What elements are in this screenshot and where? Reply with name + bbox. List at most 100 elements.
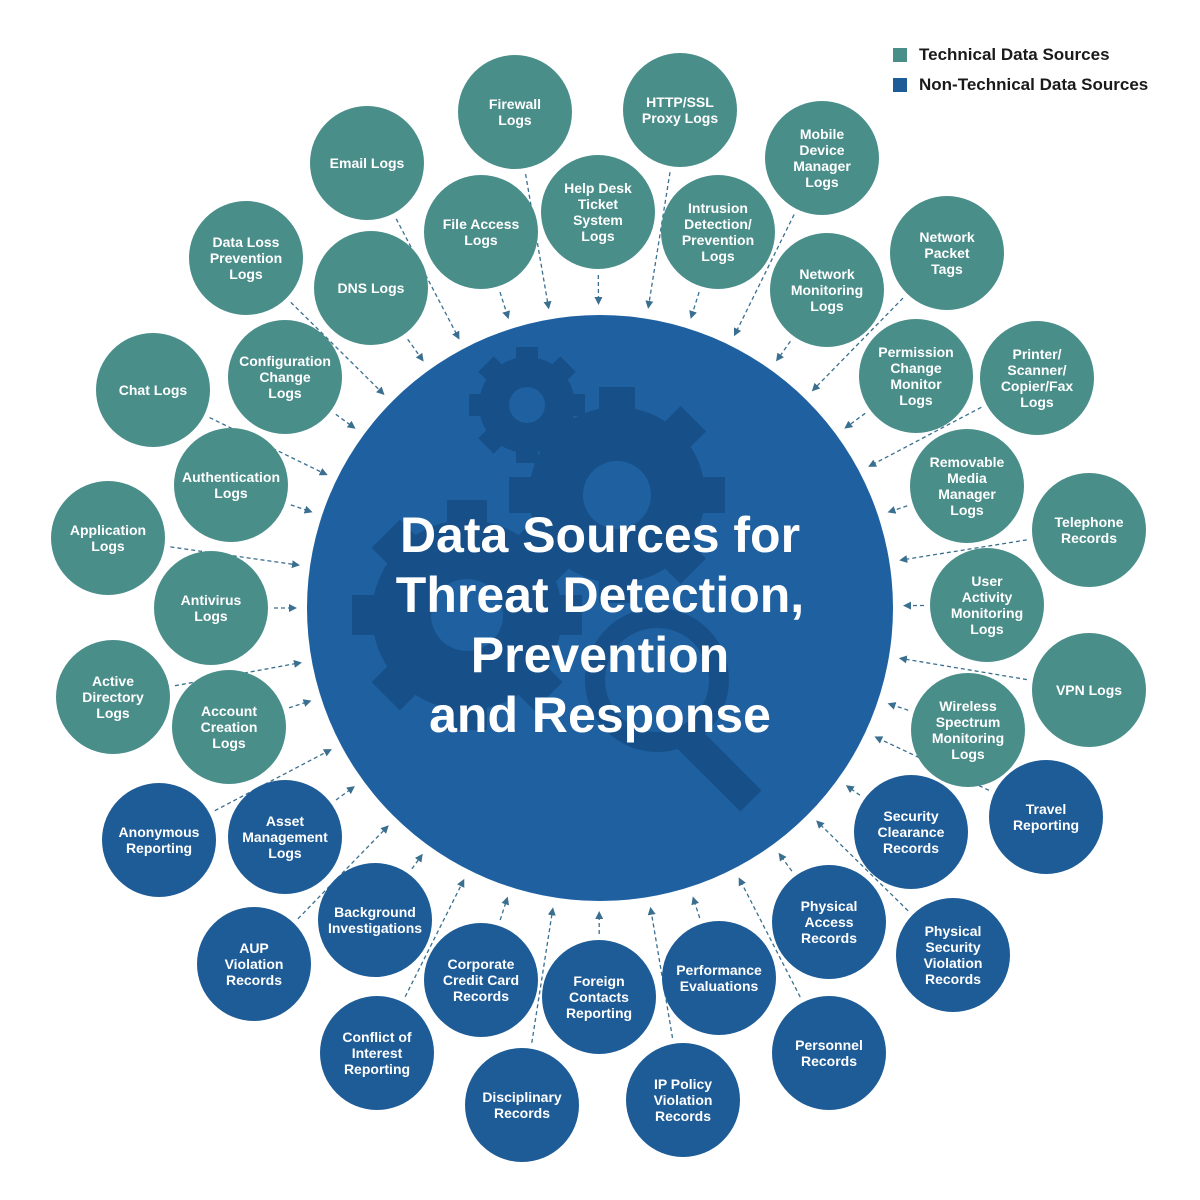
source-node-firewall-logs: Firewall Logs [458,55,572,169]
source-node-corporate-credit-card-records: Corporate Credit Card Records [424,923,538,1037]
arrow-firewall-logs [524,173,552,310]
source-node-label: Authentication Logs [182,469,280,501]
arrow-configuration-change-logs [335,413,356,429]
arrow-mobile-device-manager-logs [733,214,795,337]
source-node-label: Travel Reporting [1012,801,1080,833]
source-node-label: Data Loss Prevention Logs [209,234,283,282]
source-node-user-activity-monitoring-logs: User Activity Monitoring Logs [930,548,1044,662]
source-node-label: Security Clearance Records [877,808,945,856]
arrow-email-logs [395,218,460,340]
source-node-anonymous-reporting: Anonymous Reporting [102,783,216,897]
arrow-performance-evaluations [691,896,701,919]
source-node-performance-evaluations: Performance Evaluations [662,921,776,1035]
source-node-label: Removable Media Manager Logs [929,454,1005,518]
source-node-background-investigations: Background Investigations [318,863,432,977]
arrow-corporate-credit-card-records [499,896,510,921]
arrow-data-loss-prevention-logs [290,301,385,396]
source-node-asset-management-logs: Asset Management Logs [228,780,342,894]
source-node-label: DNS Logs [337,280,405,296]
source-node-mobile-device-manager-logs: Mobile Device Manager Logs [765,101,879,215]
source-node-label: Background Investigations [327,904,423,936]
arrow-telephone-records [899,539,1027,564]
source-node-printer-scanner-copier-fax-logs: Printer/ Scanner/ Copier/Fax Logs [980,321,1094,435]
arrow-file-access-logs [499,291,510,320]
source-node-foreign-contacts-reporting: Foreign Contacts Reporting [542,940,656,1054]
legend-item-technical: Technical Data Sources [893,44,1148,66]
source-node-label: Anonymous Reporting [118,824,200,856]
source-node-label: Physical Security Violation Records [923,923,983,987]
source-node-label: Intrusion Detection/ Prevention Logs [681,200,755,264]
source-node-label: Configuration Change Logs [239,353,331,401]
diagram-title: Data Sources for Threat Detection, Preve… [395,507,805,743]
source-node-label: Antivirus Logs [180,592,242,624]
arrow-personnel-records [738,877,801,998]
source-node-file-access-logs: File Access Logs [424,175,538,289]
source-node-disciplinary-records: Disciplinary Records [465,1048,579,1162]
legend-swatch-non-technical [893,78,907,92]
arrow-physical-access-records [778,852,793,872]
source-node-data-loss-prevention-logs: Data Loss Prevention Logs [189,201,303,315]
source-node-active-directory-logs: Active Directory Logs [56,640,170,754]
source-node-account-creation-logs: Account Creation Logs [172,670,286,784]
source-node-label: Physical Access Records [800,898,858,946]
source-node-chat-logs: Chat Logs [96,333,210,447]
legend-label-technical: Technical Data Sources [919,45,1110,64]
source-node-label: Network Monitoring Logs [790,266,864,314]
gears-magnifier-icon [352,347,762,812]
source-node-label: Personnel Records [795,1037,863,1069]
source-node-help-desk-ticket-system-logs: Help Desk Ticket System Logs [541,155,655,269]
legend: Technical Data Sources Non-Technical Dat… [893,44,1148,104]
arrow-removable-media-manager-logs [887,505,908,514]
arrow-permission-change-monitor-logs [844,412,866,429]
source-node-label: Telephone Records [1054,514,1124,546]
source-node-physical-access-records: Physical Access Records [772,865,886,979]
source-node-label: IP Policy Violation Records [653,1076,713,1124]
source-node-label: Application Logs [69,522,147,554]
source-node-label: Wireless Spectrum Monitoring Logs [931,698,1005,762]
source-node-label: Performance Evaluations [676,962,762,994]
source-node-http-ssl-proxy-logs: HTTP/SSL Proxy Logs [623,53,737,167]
source-node-vpn-logs: VPN Logs [1032,633,1146,747]
source-node-label: Network Packet Tags [919,229,975,277]
source-node-aup-violation-records: AUP Violation Records [197,907,311,1021]
legend-item-non-technical: Non-Technical Data Sources [893,74,1148,96]
source-node-telephone-records: Telephone Records [1032,473,1146,587]
source-node-label: Permission Change Monitor Logs [878,344,954,408]
source-node-label: Disciplinary Records [482,1089,562,1121]
arrow-network-monitoring-logs [776,340,791,362]
source-node-ip-policy-violation-records: IP Policy Violation Records [626,1043,740,1157]
arrow-account-creation-logs [288,699,312,709]
source-node-removable-media-manager-logs: Removable Media Manager Logs [910,429,1024,543]
arrow-asset-management-logs [335,786,355,801]
source-node-label: Email Logs [329,155,405,171]
source-node-label: VPN Logs [1055,682,1123,698]
source-node-conflict-of-interest-reporting: Conflict of Interest Reporting [320,996,434,1110]
source-node-label: File Access Logs [442,216,520,248]
source-node-label: Help Desk Ticket System Logs [564,180,632,244]
legend-swatch-technical [893,48,907,62]
source-node-personnel-records: Personnel Records [772,996,886,1110]
arrow-authentication-logs [290,504,313,514]
source-node-label: User Activity Monitoring Logs [950,573,1024,637]
source-node-application-logs: Application Logs [51,481,165,595]
arrow-vpn-logs [898,655,1028,681]
source-node-dns-logs: DNS Logs [314,231,428,345]
source-node-label: HTTP/SSL Proxy Logs [641,94,719,126]
source-node-authentication-logs: Authentication Logs [174,428,288,542]
source-node-label: Account Creation Logs [200,703,258,751]
arrow-http-ssl-proxy-logs [645,172,671,309]
arrow-disciplinary-records [531,907,556,1043]
central-hub: Data Sources for Threat Detection, Preve… [307,315,893,901]
source-node-network-monitoring-logs: Network Monitoring Logs [770,233,884,347]
arrow-background-investigations [411,853,423,870]
source-node-travel-reporting: Travel Reporting [989,760,1103,874]
magnifier-icon [585,608,762,812]
source-node-wireless-spectrum-monitoring-logs: Wireless Spectrum Monitoring Logs [911,673,1025,787]
source-node-physical-security-violation-records: Physical Security Violation Records [896,898,1010,1012]
arrow-intrusion-detection-prevention-logs [689,291,700,319]
source-node-label: Printer/ Scanner/ Copier/Fax Logs [1000,346,1074,410]
source-node-label: Mobile Device Manager Logs [793,126,851,190]
arrow-dns-logs [407,338,424,362]
